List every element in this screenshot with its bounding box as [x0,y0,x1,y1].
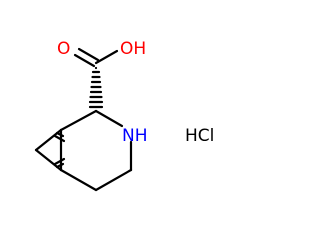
ring-bonds [59,109,133,192]
bond-c2-c1 [59,109,98,132]
bond-c5-c6 [59,168,98,192]
bond-c-o-double-a [73,53,96,68]
hashed-wedge-bond [88,66,104,109]
carbonyl-oxygen-label: O [57,39,70,59]
hydrochloride-label: HCl [185,126,214,146]
bond-c2-n [94,109,124,128]
carboxylic-acid-group: O OH [57,39,146,68]
bond-c4-c5 [94,168,133,192]
junction-hash-bottom [53,157,66,169]
bond-c-o-double-b [77,47,100,62]
hydroxyl-label: OH [120,39,146,59]
molecule-structure: O OH NH HCl [34,39,214,192]
junction-hash-top [53,128,66,143]
amine-label: NH [122,126,148,146]
bond-c-oh [94,49,119,65]
